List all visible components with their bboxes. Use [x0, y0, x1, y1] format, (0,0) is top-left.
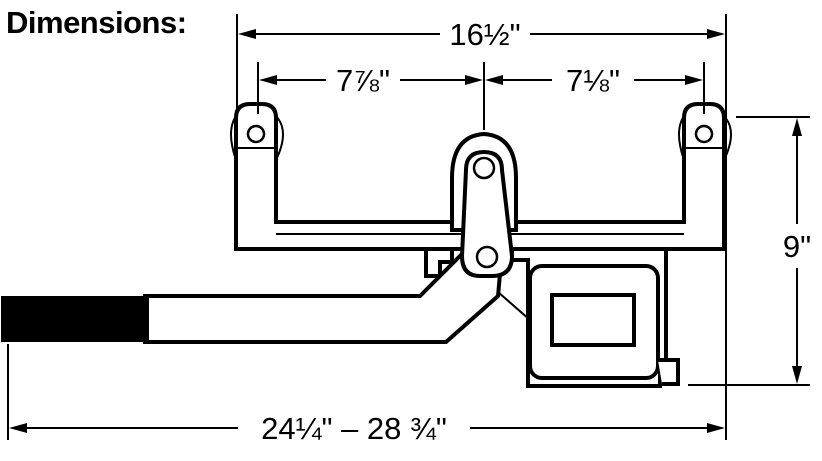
left-span-label: 7⅞"	[336, 63, 390, 98]
arm-brace	[497, 291, 531, 366]
gear-box	[510, 247, 680, 388]
overall-width-label: 16½"	[449, 17, 520, 52]
part-outline	[1, 102, 732, 388]
height-label: 9"	[783, 229, 811, 264]
mount-bracket	[424, 247, 454, 278]
length-label: 24¼" – 28 ¾"	[261, 411, 447, 446]
right-span-label: 7⅛"	[566, 63, 620, 98]
lever-link	[459, 149, 515, 278]
left-roller	[230, 102, 284, 161]
handle-grip	[1, 296, 149, 342]
handle-arm	[143, 247, 503, 344]
dimension-lines	[7, 14, 810, 440]
heading: Dimensions:	[6, 5, 187, 40]
